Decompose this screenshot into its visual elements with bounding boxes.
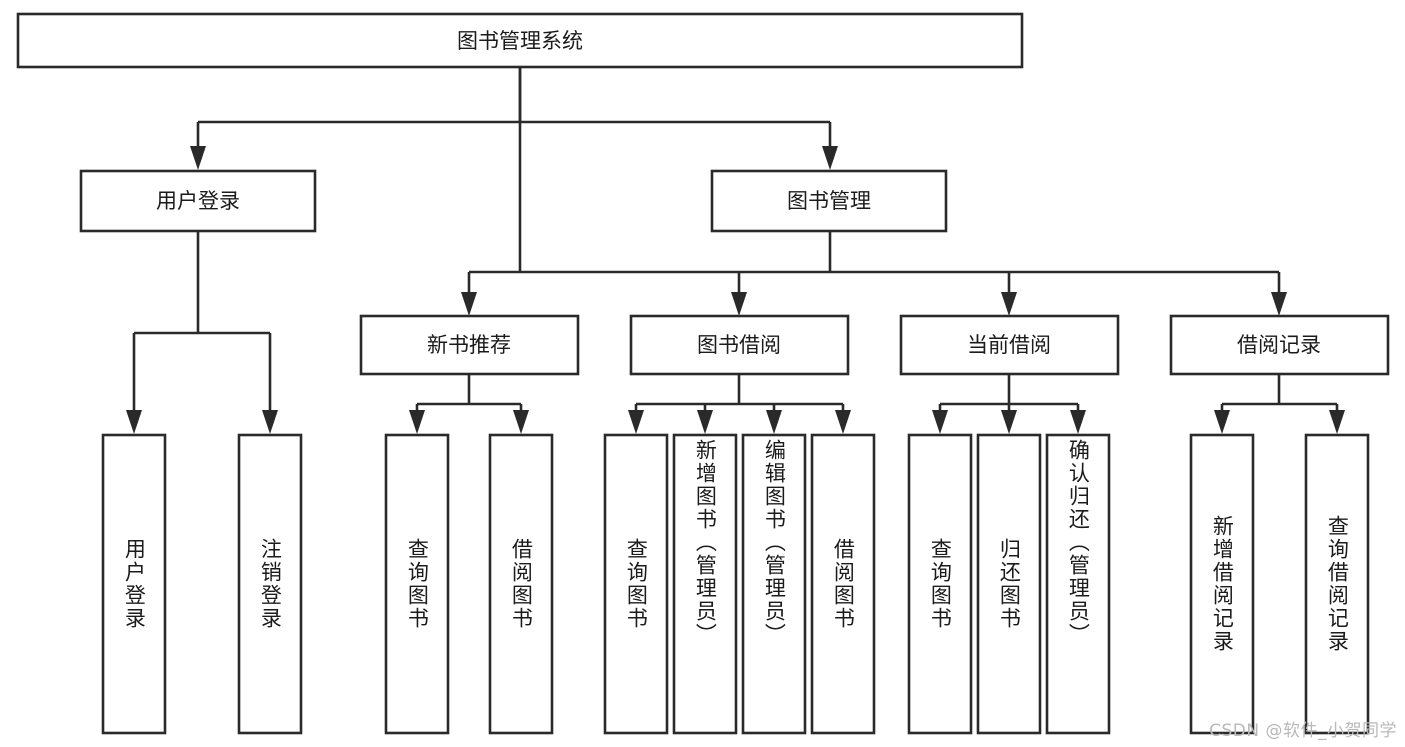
arrow-head-current-borrow — [1001, 292, 1017, 316]
leaf-box-10[interactable] — [1045, 433, 1111, 735]
arrow-head-br-add — [1214, 410, 1230, 434]
arrow-head-bb-query — [628, 410, 644, 434]
leaf-box-2[interactable] — [384, 433, 450, 735]
node-new-book-recommend-label: 新书推荐 — [427, 333, 511, 357]
leaf-box-8[interactable] — [907, 433, 973, 735]
arrow-head-nbr-query — [409, 410, 425, 434]
arrow-head-bb-add — [697, 410, 713, 434]
leaf-box-0[interactable] — [101, 433, 167, 735]
node-user-login-label: 用户登录 — [156, 189, 240, 213]
arrow-head-cb-query — [932, 410, 948, 434]
node-borrow-record-label: 借阅记录 — [1237, 333, 1321, 357]
node-borrow-record[interactable] — [1169, 314, 1390, 376]
leaf-box-5[interactable] — [672, 433, 738, 735]
arrow-head-user-login — [190, 146, 206, 170]
node-root[interactable] — [16, 12, 1024, 69]
arrow-head-leaf-user-login — [126, 410, 142, 434]
watermark-text: CSDN @软件_小贺同学 — [1209, 721, 1397, 741]
connector-group-book-borrow — [628, 374, 851, 434]
leaf-box-12[interactable] — [1304, 433, 1370, 735]
node-book-borrow-label: 图书借阅 — [697, 333, 781, 357]
leaf-box-11[interactable] — [1189, 433, 1255, 735]
leaf-box-1[interactable] — [237, 433, 303, 735]
node-book-management[interactable] — [710, 169, 948, 233]
connector-group-borrow-record — [1214, 374, 1345, 434]
leaf-box-3[interactable] — [488, 433, 554, 735]
arrow-head-bb-borrow — [835, 410, 851, 434]
node-book-borrow[interactable] — [629, 314, 850, 376]
arrow-head-borrow-record — [1271, 292, 1287, 316]
arrow-head-bb-edit — [766, 410, 782, 434]
node-book-management-label: 图书管理 — [787, 189, 871, 213]
arrow-head-cb-return — [1001, 410, 1017, 434]
connector-group-new-book-rec — [409, 374, 529, 434]
node-current-borrow[interactable] — [899, 314, 1120, 376]
connector-group-user-login — [126, 231, 278, 434]
node-current-borrow-label: 当前借阅 — [967, 333, 1051, 357]
leaf-box-4[interactable] — [603, 433, 669, 735]
leaf-box-9[interactable] — [976, 433, 1042, 735]
node-user-login[interactable] — [79, 169, 317, 233]
arrow-head-book-mgmt — [822, 146, 838, 170]
connector-group-book-mgmt — [461, 231, 1287, 316]
node-new-book-recommend[interactable] — [359, 314, 580, 376]
arrow-head-br-query — [1329, 410, 1345, 434]
arrow-head-nbr-borrow — [513, 410, 529, 434]
leaf-box-6[interactable] — [741, 433, 807, 735]
arrow-head-book-borrow — [731, 292, 747, 316]
arrow-head-leaf-logout — [262, 410, 278, 434]
arrow-head-new-book-rec — [461, 292, 477, 316]
connector-group-root — [190, 67, 838, 272]
node-root-label: 图书管理系统 — [457, 29, 583, 53]
leaf-box-7[interactable] — [810, 433, 876, 735]
arrow-head-cb-confirm — [1070, 410, 1086, 434]
connector-group-current-borrow — [932, 374, 1086, 434]
